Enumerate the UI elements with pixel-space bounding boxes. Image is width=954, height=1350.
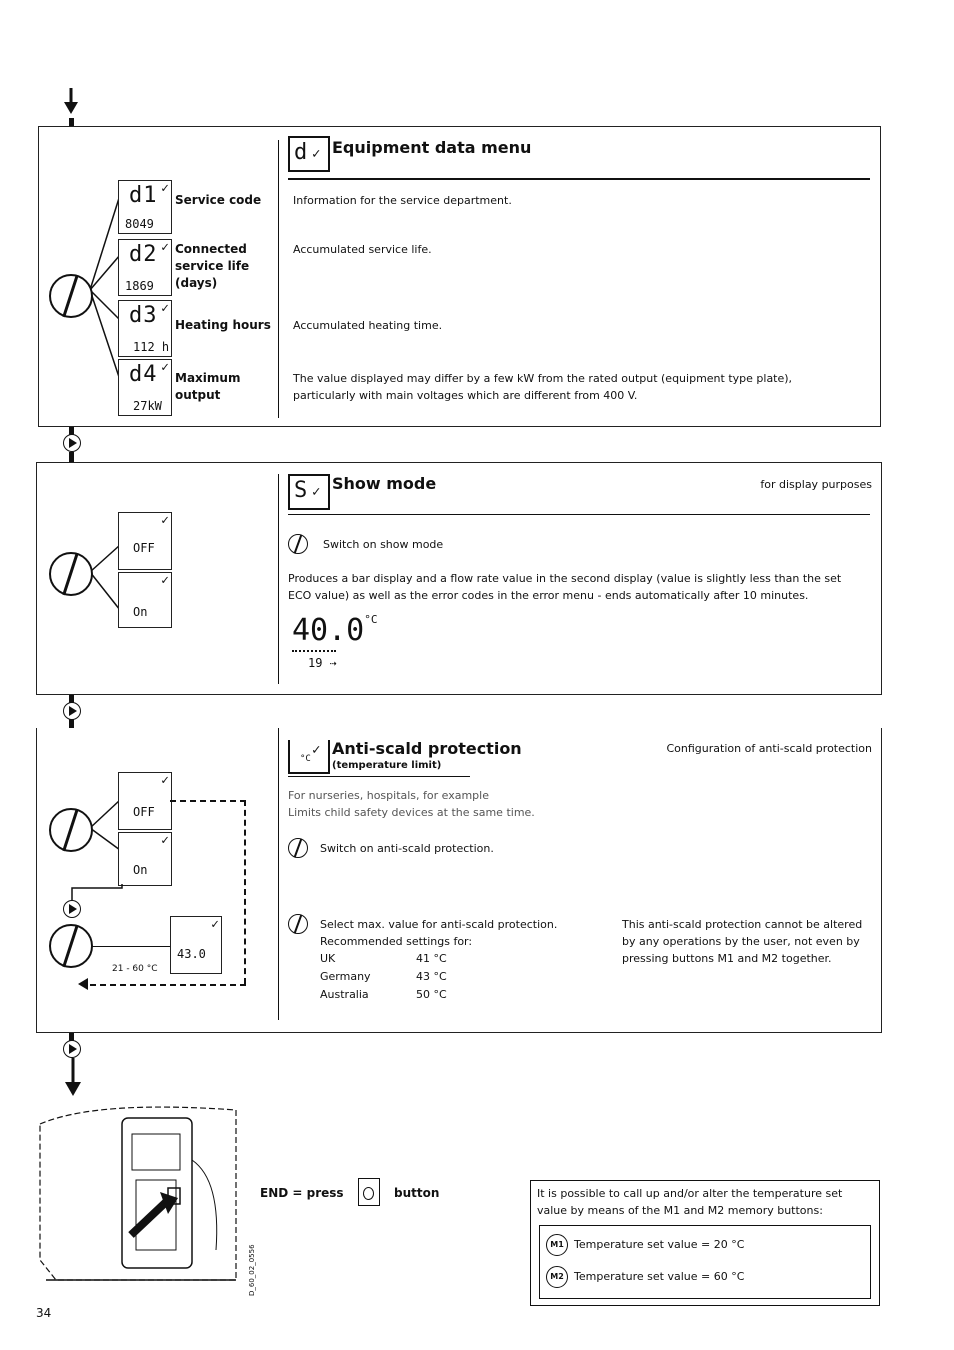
equipment-menu-icon: d ✓ [288,136,330,172]
show-title-rule [288,514,870,515]
next-step-icon-3 [63,1040,81,1058]
setting-au-country: Australia [320,988,369,1001]
show-connectors [89,544,121,611]
equipment-title: Equipment data menu [332,138,532,157]
antiscald-title: Anti-scald protection [332,739,522,758]
show-knob-step-icon [288,534,308,554]
show-rotary-knob[interactable] [49,552,93,596]
antiscald-title-rule [288,776,470,777]
antiscald-step-2: Select max. value for anti-scald protect… [320,918,558,931]
page-number: 34 [36,1306,52,1320]
show-divider [278,474,279,684]
desc-heating-hours: Accumulated heating time. [293,319,443,332]
equipment-title-rule [288,178,870,180]
end-instruction-label: END = press [260,1186,344,1200]
label-connected-life: Connected service life (days) [175,242,250,290]
label-heating-hours: Heating hours [175,318,271,332]
equipment-connectors [89,194,121,381]
antiscald-branch-lines [71,884,123,910]
show-panel [36,462,882,695]
antiscald-next-step-icon [63,900,81,918]
show-lcd-off: ✓ OFF [118,512,172,570]
device-illustration [39,1106,237,1281]
next-step-icon-2 [63,702,81,720]
antiscald-knob-step-icon-2 [288,914,308,934]
lcd-d3: d3✓ 112 h [118,300,172,357]
antiscald-temp-knob[interactable] [49,924,93,968]
antiscald-connectors [89,799,121,850]
lcd-d4: d4✓ 27kW [118,359,172,416]
antiscald-lcd-off: ✓ OFF [118,772,172,830]
antiscald-intro-1: For nurseries, hospitals, for example [288,789,489,802]
antiscald-knob-step-icon [288,838,308,858]
show-display-flow: 19 ⇢ [308,656,337,670]
label-max-output: Maximum output [175,371,241,402]
bottom-arrow [61,1058,85,1102]
show-title: Show mode [332,474,437,493]
antiscald-dashed-right [244,800,246,984]
return-arrow-icon [78,978,88,990]
m1-button-icon[interactable]: M1 [546,1234,568,1256]
antiscald-divider [278,728,279,1020]
setting-uk-country: UK [320,952,336,965]
antiscald-recommend: Recommended settings for: [320,935,473,948]
show-subtitle-right: for display purposes [760,478,872,491]
m2-button-icon[interactable]: M2 [546,1266,568,1288]
antiscald-temp-line [92,946,170,947]
show-desc: Produces a bar display and a flow rate v… [288,572,842,602]
equipment-divider [278,140,279,418]
end-button-word: button [394,1186,440,1200]
antiscald-subtitle-right: Configuration of anti-scald protection [666,742,873,755]
antiscald-subtitle: (temperature limit) [332,760,442,771]
antiscald-rotary-knob[interactable] [49,808,93,852]
antiscald-note: This anti-scald protection cannot be alt… [622,918,863,965]
antiscald-range: 21 - 60 °C [112,964,158,974]
show-step-text: Switch on show mode [323,538,444,551]
show-display-temp: 40.0°C [292,613,378,648]
antiscald-intro-2: Limits child safety devices at the same … [288,806,535,819]
show-lcd-on: ✓ On [118,572,172,628]
antiscald-dashed-top [170,800,246,802]
antiscald-step-1: Switch on anti-scald protection. [320,842,494,855]
setting-de-country: Germany [320,970,371,983]
setting-au-temp: 50 °C [416,988,447,1001]
desc-connected-life: Accumulated service life. [293,243,432,256]
show-display-bar [292,650,336,652]
equipment-rotary-knob[interactable] [49,274,93,318]
setting-de-temp: 43 °C [416,970,447,983]
antiscald-lcd-on: ✓ On [118,832,172,886]
next-step-icon-1 [63,434,81,452]
antiscald-panel [36,728,882,1033]
antiscald-icon: ✓ °C [288,740,330,774]
lcd-d1: d1✓ 8049 [118,180,172,234]
antiscald-lcd-temp: ✓ 43.0 [170,916,222,974]
antiscald-dashed-bottom [90,984,246,986]
desc-max-output: The value displayed may differ by a few … [293,372,793,402]
label-service-code: Service code [175,193,262,207]
desc-service-code: Information for the service department. [293,194,512,207]
show-mode-icon: S ✓ [288,474,330,510]
memory-box: It is possible to call up and/or alter t… [530,1180,880,1306]
memory-intro: It is possible to call up and/or alter t… [537,1187,843,1217]
device-image-code: D_60_02_0556 [248,1244,256,1296]
equipment-panel [38,126,881,427]
lcd-d2: d2✓ 1869 [118,239,172,296]
end-button-icon [358,1178,380,1206]
setting-uk-temp: 41 °C [416,952,447,965]
